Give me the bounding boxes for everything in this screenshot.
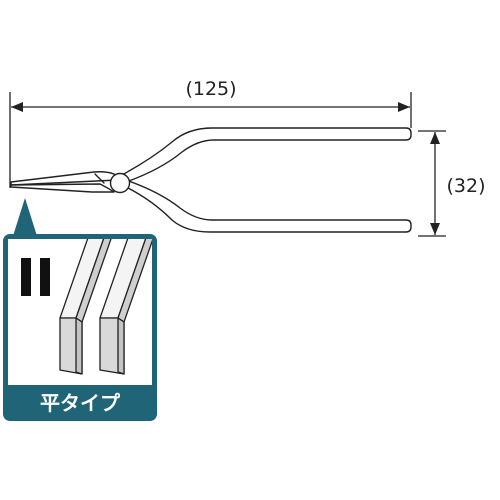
- width-dimension: (32): [418, 130, 486, 237]
- width-arrow-bottom: [430, 223, 440, 235]
- width-label: (32): [446, 175, 485, 197]
- flat-jaw-tip-icon: [59, 239, 152, 375]
- width-arrow-top: [430, 132, 440, 144]
- pliers-lower-handle: [119, 179, 412, 233]
- pliers-drawing: [10, 127, 412, 233]
- tip-type-label: 平タイプ: [40, 391, 121, 415]
- pliers-upper-jaw: [10, 171, 119, 186]
- length-dimension: (125): [9, 78, 412, 188]
- length-label: (125): [185, 78, 236, 100]
- tip-detail-callout: 平タイプ: [3, 198, 157, 421]
- pliers-lower-jaw: [10, 183, 115, 193]
- parallel-bars-icon: [21, 258, 50, 296]
- pliers-jaw-detail: [94, 173, 105, 184]
- callout-pointer: [13, 198, 37, 236]
- pliers-pivot: [109, 172, 131, 194]
- right-jaw-front-shade: [117, 317, 125, 375]
- length-arrow-right: [398, 102, 410, 112]
- left-jaw-front-shade: [75, 317, 83, 375]
- length-arrow-left: [11, 102, 23, 112]
- pliers-upper-handle: [119, 127, 412, 183]
